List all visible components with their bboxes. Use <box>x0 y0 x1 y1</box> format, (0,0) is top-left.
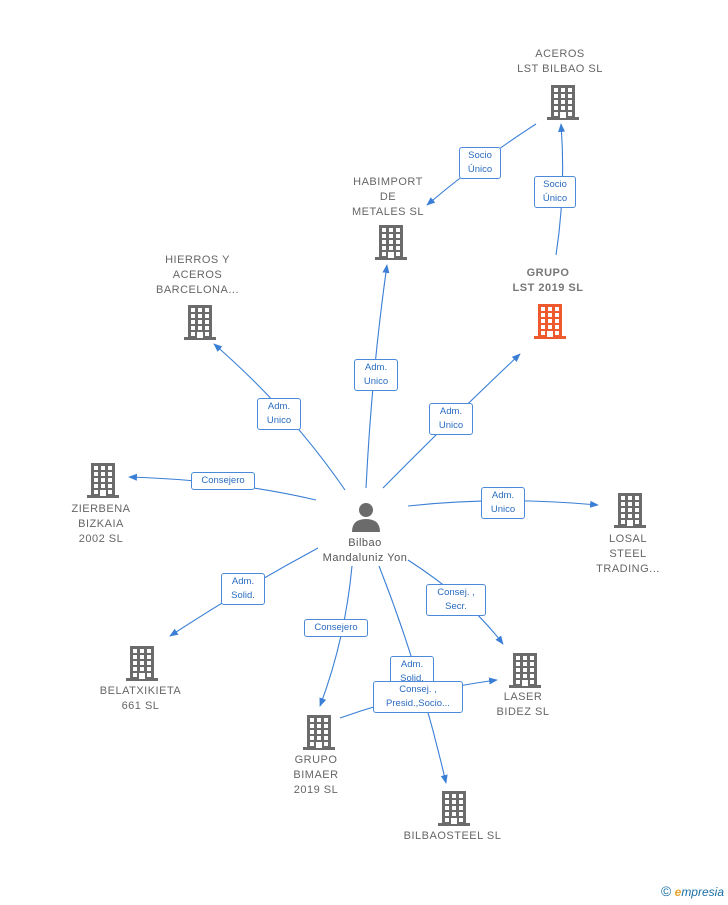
copyright-symbol: © <box>660 883 672 899</box>
node-label-belatxikieta: BELATXIKIETA 661 SL <box>99 685 182 712</box>
node-label-zierbena: ZIERBENA BIZKAIA 2002 SL <box>71 503 131 545</box>
building-icon[interactable] <box>509 652 541 693</box>
edge-label-adm-unico-habimport[interactable]: Adm. Unico <box>354 359 398 391</box>
person-icon[interactable] <box>350 501 382 538</box>
node-label-person: Bilbao Mandaluniz Yon <box>322 537 408 564</box>
brand-initial: e <box>674 885 682 899</box>
node-label-grupo-bimaer: GRUPO BIMAER 2019 SL <box>293 754 339 796</box>
node-label-losal: LOSAL STEEL TRADING... <box>596 533 660 575</box>
edge-label-consejero-bimaer[interactable]: Consejero <box>304 619 368 637</box>
empresia-watermark[interactable]: © empresia <box>661 883 724 899</box>
node-label-hierros: HIERROS Y ACEROS BARCELONA... <box>155 254 240 296</box>
building-icon[interactable] <box>303 714 335 755</box>
edge-label-adm-unico-hierros[interactable]: Adm. Unico <box>257 398 301 430</box>
node-label-laser: LASER BIDEZ SL <box>496 691 550 718</box>
building-icon[interactable] <box>547 84 579 125</box>
edge-person-bimaer <box>319 565 353 707</box>
building-icon[interactable] <box>126 645 158 686</box>
edge-label-adm-solid-belatxikieta[interactable]: Adm. Solid. <box>221 573 265 605</box>
building-icon[interactable] <box>534 303 566 344</box>
building-icon[interactable] <box>87 462 119 503</box>
edge-label-consej-secr[interactable]: Consej. , Secr. <box>426 584 486 616</box>
brand-name: mpresia <box>681 885 724 899</box>
node-label-bilbaosteel: BILBAOSTEEL SL <box>403 830 502 842</box>
edge-label-socio-unico-1[interactable]: Socio Único <box>459 147 501 179</box>
edge-label-adm-unico-losal[interactable]: Adm. Unico <box>481 487 525 519</box>
edge-label-adm-unico-grupolst[interactable]: Adm. Unico <box>429 403 473 435</box>
edge-label-consej-presid-socio[interactable]: Consej. , Presid.,Socio... <box>373 681 463 713</box>
building-icon[interactable] <box>438 790 470 831</box>
building-icon[interactable] <box>375 224 407 265</box>
node-label-aceros-lst: ACEROS LST BILBAO SL <box>517 48 603 75</box>
node-label-grupo-lst: GRUPO LST 2019 SL <box>512 267 584 294</box>
node-label-habimport: HABIMPORT DE METALES SL <box>351 176 425 218</box>
edge-label-socio-unico-2[interactable]: Socio Único <box>534 176 576 208</box>
edge-label-consejero-zierbena[interactable]: Consejero <box>191 472 255 490</box>
building-icon[interactable] <box>614 492 646 533</box>
building-icon[interactable] <box>184 304 216 345</box>
